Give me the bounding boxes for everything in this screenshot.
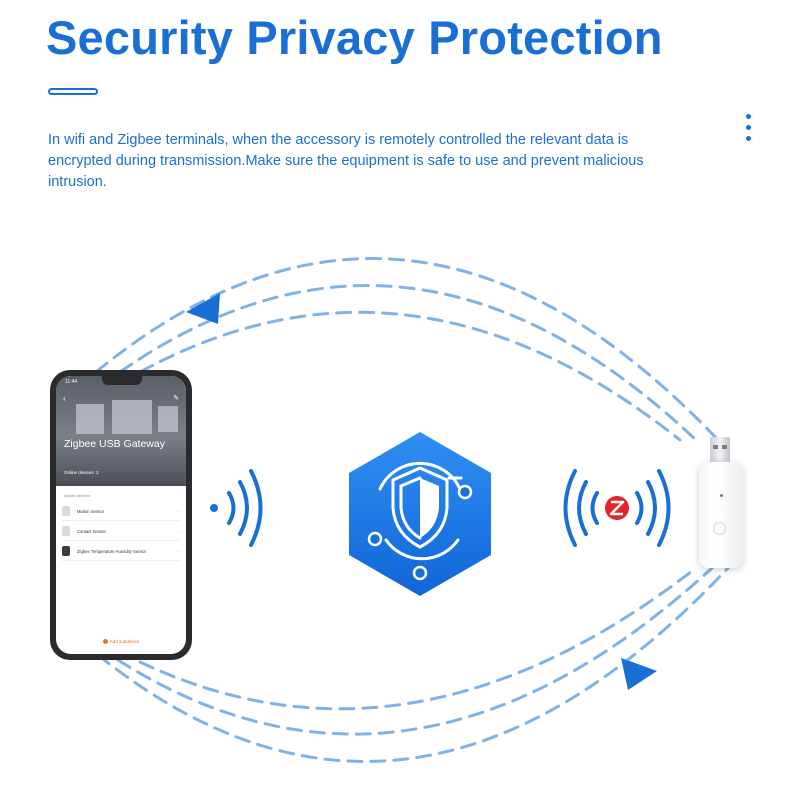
status-led <box>720 494 723 497</box>
device-name: Zigbee Temperature Humidity Sensor <box>77 548 147 554</box>
room-photo-header <box>56 376 186 486</box>
inner-arc-bottom <box>138 566 698 711</box>
usb-plug <box>710 437 730 467</box>
inner-arc-top <box>138 310 682 442</box>
phone-notch <box>102 376 142 385</box>
more-icon[interactable]: ··· <box>176 508 180 514</box>
wifi-signal-icon <box>210 469 263 547</box>
plus-icon <box>102 639 108 644</box>
middle-arc-top <box>118 284 698 442</box>
smartphone: 11:44 ‹ ✎ Zigbee USB Gateway Online devi… <box>50 370 192 660</box>
phone-screen: 11:44 ‹ ✎ Zigbee USB Gateway Online devi… <box>56 376 186 654</box>
page-title: Security Privacy Protection <box>46 11 663 64</box>
zigbee-logo-icon <box>605 496 629 520</box>
device-row[interactable]: Zigbee Temperature Humidity Sensor ··· <box>62 542 180 561</box>
device-name: Contact Sensor <box>77 528 106 534</box>
device-name: Motion Sensor <box>77 508 104 514</box>
device-row[interactable]: Motion Sensor ··· <box>62 502 180 521</box>
more-icon[interactable]: ··· <box>176 548 180 554</box>
motion-sensor-icon <box>62 506 70 516</box>
arrow-right-icon <box>621 658 657 690</box>
outer-arc-top <box>94 257 720 442</box>
pair-button[interactable] <box>713 522 726 535</box>
zigbee-signal-icon <box>563 469 671 547</box>
add-subdevice-button[interactable]: Add subdevice <box>56 639 186 644</box>
add-subdevice-label: Add subdevice <box>109 638 140 644</box>
gateway-title: Zigbee USB Gateway <box>64 438 165 450</box>
added-devices-label: Added devices <box>64 493 91 498</box>
vertical-dots-icon <box>746 114 754 147</box>
zigbee-usb-dongle <box>699 462 743 568</box>
contact-sensor-icon <box>62 526 70 536</box>
online-devices-count: Online devices: 3 <box>64 470 99 475</box>
shield-icon <box>349 432 491 596</box>
temperature-sensor-icon <box>62 546 70 556</box>
middle-arc-bottom <box>116 566 714 736</box>
more-icon[interactable]: ··· <box>176 528 180 534</box>
edit-icon[interactable]: ✎ <box>173 395 179 402</box>
device-row[interactable]: Contact Sensor ··· <box>62 522 180 541</box>
arrow-left-icon <box>186 293 220 324</box>
back-arrow-icon[interactable]: ‹ <box>63 394 66 403</box>
title-underline-pill <box>48 88 98 95</box>
status-time: 11:44 <box>65 379 78 385</box>
description-text: In wifi and Zigbee terminals, when the a… <box>48 132 644 190</box>
